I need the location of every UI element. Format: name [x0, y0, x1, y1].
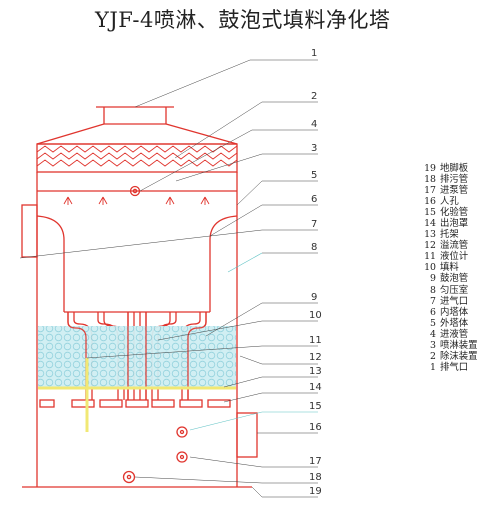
spray-device	[37, 185, 237, 205]
callout-1: 1	[311, 48, 317, 59]
callout-12: 12	[309, 352, 322, 363]
packing-bed	[38, 312, 236, 400]
callout-6: 6	[311, 194, 317, 205]
leader-lines	[19, 59, 318, 498]
diagram-title: YJF-4喷淋、鼓泡式填料净化塔	[95, 8, 391, 32]
bubble-caps	[39, 399, 231, 408]
callout-4: 4	[311, 119, 317, 130]
drain-pipe	[122, 470, 136, 484]
callout-3: 3	[311, 143, 317, 154]
inner-tower-body	[36, 215, 238, 313]
demister	[36, 143, 238, 173]
callout-11: 11	[309, 335, 322, 346]
callout-17: 17	[309, 456, 322, 467]
gas-inlet	[21, 204, 38, 258]
top-cone	[36, 123, 238, 145]
callout-numbers: 1 2 4 3 5 6 7 8 9 10 11 12 13 14 15 16 1…	[309, 48, 322, 497]
callout-9: 9	[311, 292, 317, 303]
callout-19: 19	[309, 486, 322, 497]
callout-14: 14	[309, 382, 322, 393]
callout-16: 16	[309, 422, 322, 433]
callout-2: 2	[311, 91, 317, 102]
callout-15: 15	[309, 401, 322, 412]
callout-10: 10	[309, 310, 322, 321]
callout-13: 13	[309, 366, 322, 377]
right-nozzles	[176, 412, 258, 463]
callout-18: 18	[309, 472, 322, 483]
exhaust-outlet	[96, 106, 174, 124]
callout-7: 7	[311, 219, 317, 230]
callout-5: 5	[311, 170, 317, 181]
callout-8: 8	[311, 242, 317, 253]
